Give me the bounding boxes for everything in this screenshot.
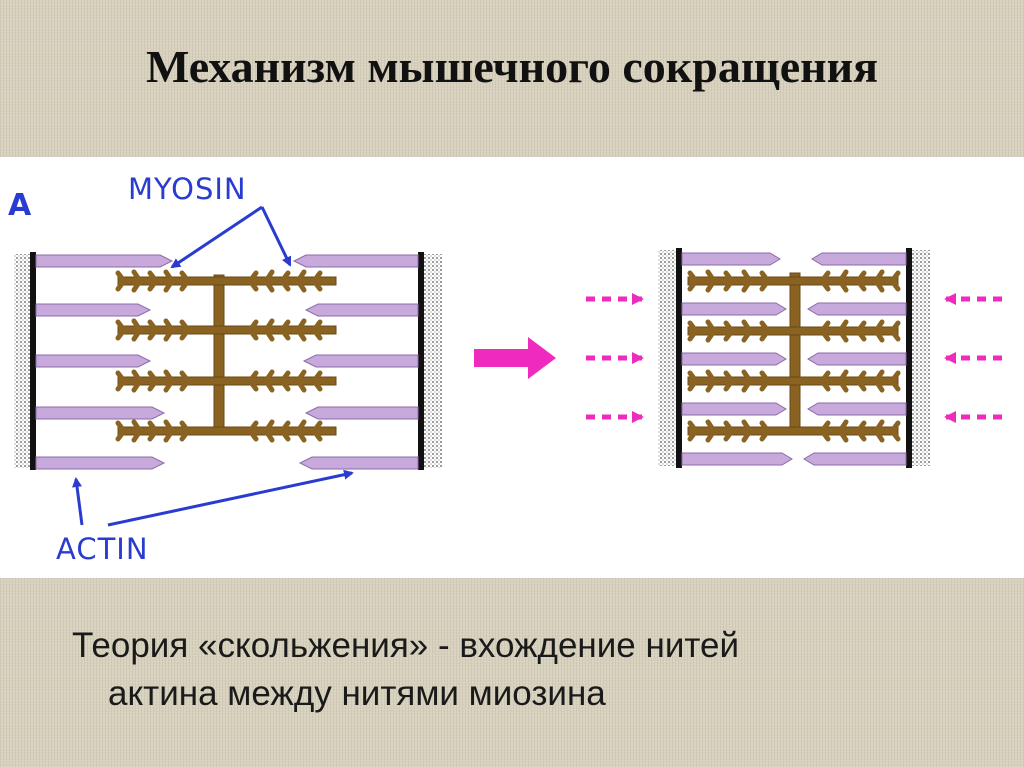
contracted-sarcomere (586, 248, 1002, 468)
m-line (789, 272, 801, 434)
myosin-heads (115, 269, 323, 443)
myosin-filament (117, 376, 337, 386)
actin-filament (292, 254, 419, 268)
z-disc-left (658, 250, 676, 466)
slide-title: Механизм мышечного сокращения (145, 41, 879, 92)
z-disc-right (912, 250, 930, 466)
sarcomere-diagram: A (8, 172, 1002, 566)
actin-label: ACTIN (56, 532, 149, 566)
actin-filament (681, 352, 787, 366)
myosin-filament (117, 276, 337, 286)
myosin-filament (687, 326, 899, 336)
actin-filament (298, 456, 419, 470)
myosin-pointer (260, 206, 292, 267)
actin-filament (35, 354, 152, 368)
myosin-filament (687, 376, 899, 386)
actin-filament (681, 302, 787, 316)
panel-label: A (8, 188, 32, 223)
myosin-filament (687, 276, 899, 286)
myosin-filament (117, 426, 337, 436)
actin-filament (35, 406, 166, 420)
actin-pointer (107, 469, 354, 527)
actin-filament (811, 252, 907, 266)
actin-filament (35, 254, 174, 268)
myosin-filament (117, 325, 337, 335)
actin-filament (681, 252, 781, 266)
actin-filament (35, 303, 152, 317)
actin-filament (304, 406, 419, 420)
z-line-right (906, 248, 912, 468)
diagram-panel: A (0, 157, 1024, 578)
myosin-label: MYOSIN (128, 172, 247, 206)
actin-filament (35, 456, 166, 470)
actin-filament (681, 402, 787, 416)
actin-filament (807, 402, 907, 416)
myosin-pointer (170, 205, 263, 269)
relaxed-sarcomere: MYOSIN ACTIN (14, 172, 442, 566)
caption: Теория «скольжения» - вхождение нитей ак… (72, 622, 972, 718)
actin-filament (681, 452, 793, 466)
caption-line-2: актина между нитями миозина (108, 674, 606, 713)
caption-line-1: Теория «скольжения» - вхождение нитей (72, 626, 740, 665)
actin-filament (807, 352, 907, 366)
actin-pointer (72, 477, 84, 526)
actin-filament (302, 354, 419, 368)
z-line-left (30, 252, 36, 470)
actin-filament (807, 302, 907, 316)
actin-filament (304, 303, 419, 317)
m-line (213, 274, 225, 434)
myosin-heads (687, 269, 901, 443)
myosin-filament (687, 426, 899, 436)
actin-filament (803, 452, 907, 466)
z-disc-left (14, 254, 32, 468)
z-disc-right (424, 254, 442, 468)
z-line-right (418, 252, 424, 470)
contraction-arrow-icon (474, 337, 556, 379)
z-line-left (676, 248, 682, 468)
